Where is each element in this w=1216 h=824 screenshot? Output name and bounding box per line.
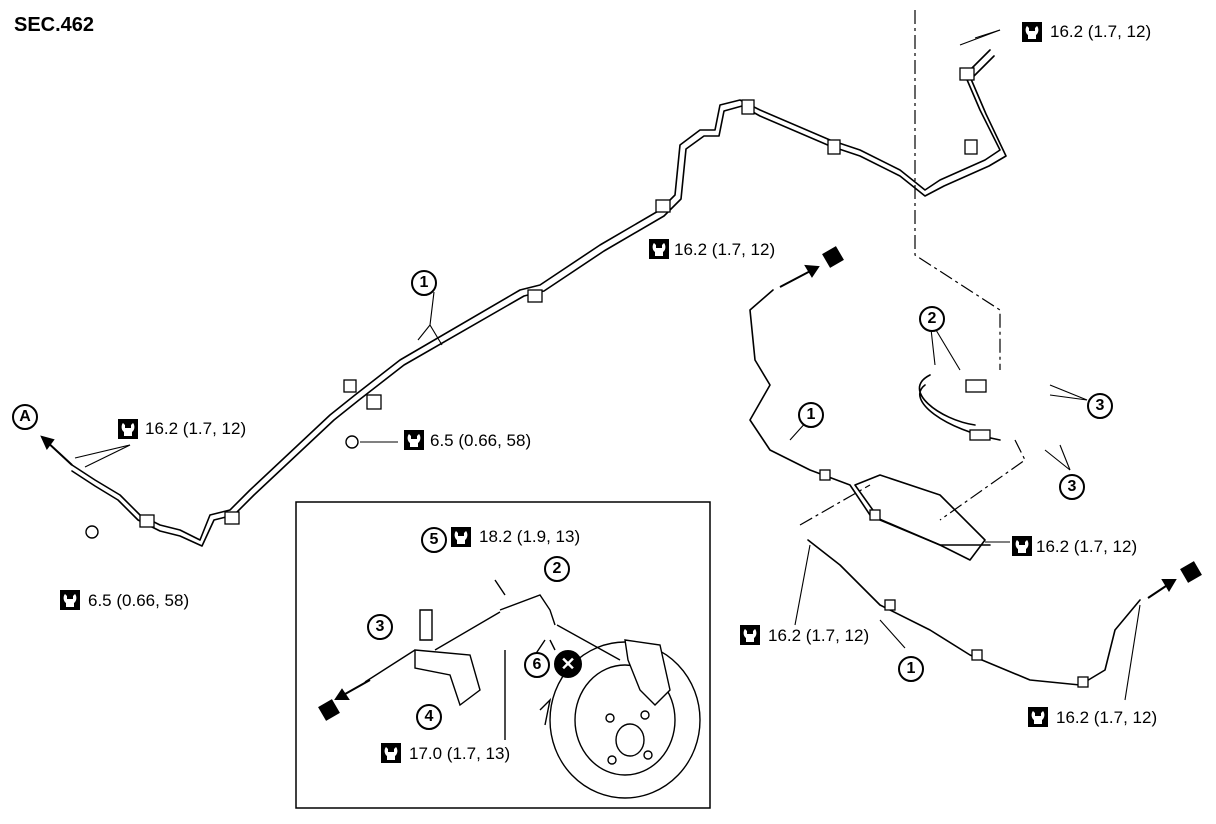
brake-hose-inset [499,594,556,626]
torque-wrench-icon [404,430,424,450]
callout-a-arrow: A [12,404,38,430]
torque-label-6-5-left: 6.5 (0.66, 58) [88,591,190,610]
torque-wrench-icon [1028,707,1048,727]
do-not-reuse-x-icon: ✕ [554,650,582,678]
torque-label-mid: 16.2 (1.7, 12) [674,240,776,259]
torque-wrench-icon [1022,22,1042,42]
torque-wrench-icon [451,527,471,547]
callout-2-inset: 2 [544,556,570,582]
callout-1-main: 1 [411,270,437,296]
callout-5-inset: 5 [421,527,447,553]
callout-1-lower-right: 1 [898,656,924,682]
bolt-icon [345,435,359,449]
torque-label-inset-17-0: 17.0 (1.7, 13) [409,744,511,763]
leader-chain-1 [914,10,1001,370]
torque-wrench-icon [740,625,760,645]
torque-label-junction: 16.2 (1.7, 12) [1036,537,1138,556]
section-label: SEC.462 [14,14,95,36]
torque-wrench-icon [649,239,669,259]
torque-wrench-icon [60,590,80,610]
torque-label-inset-18-2: 18.2 (1.9, 13) [479,527,581,546]
torque-label-lower-mid: 16.2 (1.7, 12) [768,626,870,645]
caliper [624,639,671,706]
junction-block [854,474,986,561]
leader-chain-2 [939,439,1026,521]
callout-3-upper: 3 [1087,393,1113,419]
rear-tube-right [807,539,1141,686]
torque-label-lower-right: 16.2 (1.7, 12) [1056,708,1158,727]
callout-6-inset: 6 [524,652,550,678]
torque-wrench-icon [1012,536,1032,556]
callout-3-lower: 3 [1059,474,1085,500]
bolt-icon [85,525,99,539]
torque-wrench-icon [381,743,401,763]
torque-label-top-right: 16.2 (1.7, 12) [1050,22,1152,41]
torque-label-6-5-center: 6.5 (0.66, 58) [430,431,532,450]
callout-1-upper-right: 1 [798,402,824,428]
callout-2-hose: 2 [919,306,945,332]
hose-bracket [414,649,481,707]
callout-3-inset: 3 [367,614,393,640]
torque-label-left: 16.2 (1.7, 12) [145,419,247,438]
leader-chain-3 [799,484,871,526]
torque-wrench-icon [118,419,138,439]
callout-4-inset: 4 [416,704,442,730]
main-brake-tube-a [71,49,1001,541]
main-brake-tube-b [71,55,1007,547]
